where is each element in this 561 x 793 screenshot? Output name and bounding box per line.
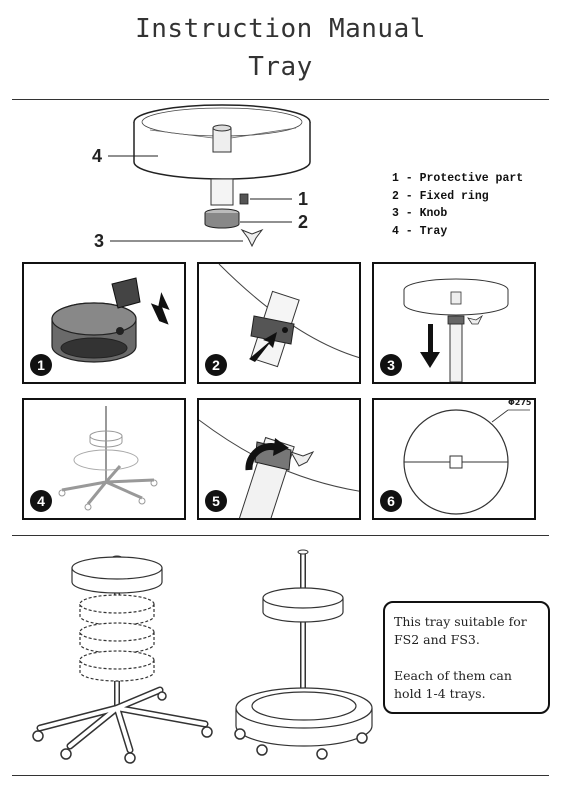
step-4-panel: 4: [22, 398, 186, 520]
callout-3: 3: [94, 231, 105, 251]
legend-item: 3 - Knob: [392, 207, 448, 220]
legend-item: 1 - Protective part: [392, 172, 524, 185]
callout-4: 4: [92, 146, 103, 166]
legend-item: 4 - Tray: [392, 224, 448, 238]
legend-item: 2 - Fixed ring: [392, 189, 489, 203]
parts-diagram: 4 1 2 3: [0, 100, 561, 260]
step-5-badge: 5: [205, 490, 227, 512]
title-line-2: Tray: [248, 52, 313, 82]
step-2-panel: 2: [197, 262, 361, 384]
step-3-panel: 3: [372, 262, 536, 384]
top-divider: [12, 99, 549, 100]
diameter-label: Φ275: [508, 398, 532, 407]
note-line-2: Eeach of them can hold 1-4 trays.: [394, 668, 512, 701]
tray-lower-icon: [403, 278, 509, 382]
callout-1: 1: [298, 189, 309, 209]
knob-tighten-icon: [199, 419, 359, 518]
step-3-badge: 3: [380, 354, 402, 376]
step-6-panel: Φ275 6: [372, 398, 536, 520]
tray-top-view-icon: [403, 409, 530, 515]
callout-2: 2: [298, 212, 309, 232]
step-1-badge: 1: [30, 354, 52, 376]
middle-divider: [12, 535, 549, 536]
stool-with-trays-icon: [32, 549, 373, 764]
step-6-badge: 6: [380, 490, 402, 512]
compatibility-note: This tray suitable for FS2 and FS3. Eeac…: [383, 601, 550, 714]
title-line-1: Instruction Manual: [135, 14, 426, 44]
product-illustrations: [0, 538, 561, 778]
step-2-badge: 2: [205, 354, 227, 376]
tray-exploded-icon: [108, 104, 311, 248]
step-1-panel: 1: [22, 262, 186, 384]
bottom-divider: [12, 775, 549, 776]
protective-cap-ring-icon: [51, 277, 170, 363]
step-4-badge: 4: [30, 490, 52, 512]
parts-legend: 1 - Protective part 2 - Fixed ring 3 - K…: [392, 170, 523, 240]
note-line-1: This tray suitable for FS2 and FS3.: [394, 614, 527, 647]
ring-on-post-icon: [218, 264, 359, 368]
stool-base-icon: [58, 406, 158, 511]
step-5-panel: 5: [197, 398, 361, 520]
